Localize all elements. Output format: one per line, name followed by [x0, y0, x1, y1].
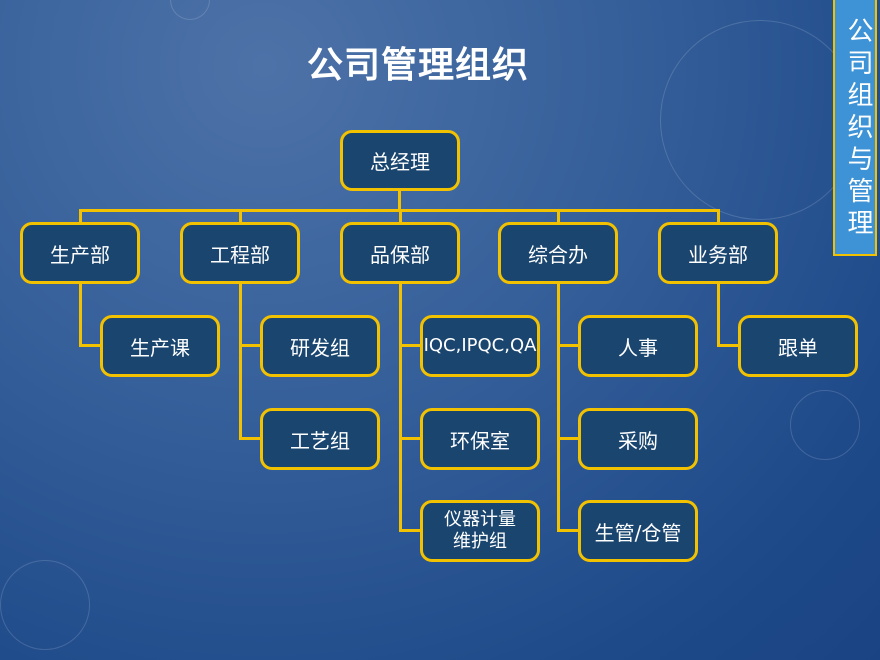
connector-line — [558, 529, 578, 532]
team-box: 研发组 — [260, 315, 380, 377]
connector-line — [240, 437, 260, 440]
connector-line — [239, 282, 242, 440]
connector-line — [400, 529, 420, 532]
team-box: 环保室 — [420, 408, 540, 470]
connector-line — [399, 209, 402, 223]
connector-line — [79, 209, 82, 223]
connector-line — [717, 282, 720, 347]
team-box: 人事 — [578, 315, 698, 377]
team-box: 生管/仓管 — [578, 500, 698, 562]
decor-circle — [170, 0, 210, 20]
team-box: 跟单 — [738, 315, 858, 377]
connector-line — [399, 282, 402, 532]
connector-line — [400, 437, 420, 440]
connector-line — [557, 282, 560, 532]
side-tab: 公司组织与管理 — [833, 0, 877, 256]
team-box: 工艺组 — [260, 408, 380, 470]
team-box: 采购 — [578, 408, 698, 470]
decor-circle — [0, 560, 90, 650]
team-box: 仪器计量 维护组 — [420, 500, 540, 562]
root-box: 总经理 — [340, 130, 460, 191]
connector-line — [80, 344, 100, 347]
department-box: 工程部 — [180, 222, 300, 284]
department-box: 业务部 — [658, 222, 778, 284]
decor-circle — [790, 390, 860, 460]
connector-line — [557, 209, 560, 223]
department-box: 品保部 — [340, 222, 460, 284]
team-box: 生产课 — [100, 315, 220, 377]
department-box: 生产部 — [20, 222, 140, 284]
connector-line — [558, 437, 578, 440]
connector-line — [718, 344, 738, 347]
page-title: 公司管理组织 — [306, 45, 529, 86]
department-box: 综合办 — [498, 222, 618, 284]
connector-line — [239, 209, 242, 223]
connector-line — [79, 282, 82, 347]
connector-line — [717, 209, 720, 223]
team-box: IQC,IPQC,QA — [420, 315, 540, 377]
connector-line — [558, 344, 578, 347]
connector-line — [400, 344, 420, 347]
connector-line — [398, 188, 401, 212]
connector-line — [240, 344, 260, 347]
